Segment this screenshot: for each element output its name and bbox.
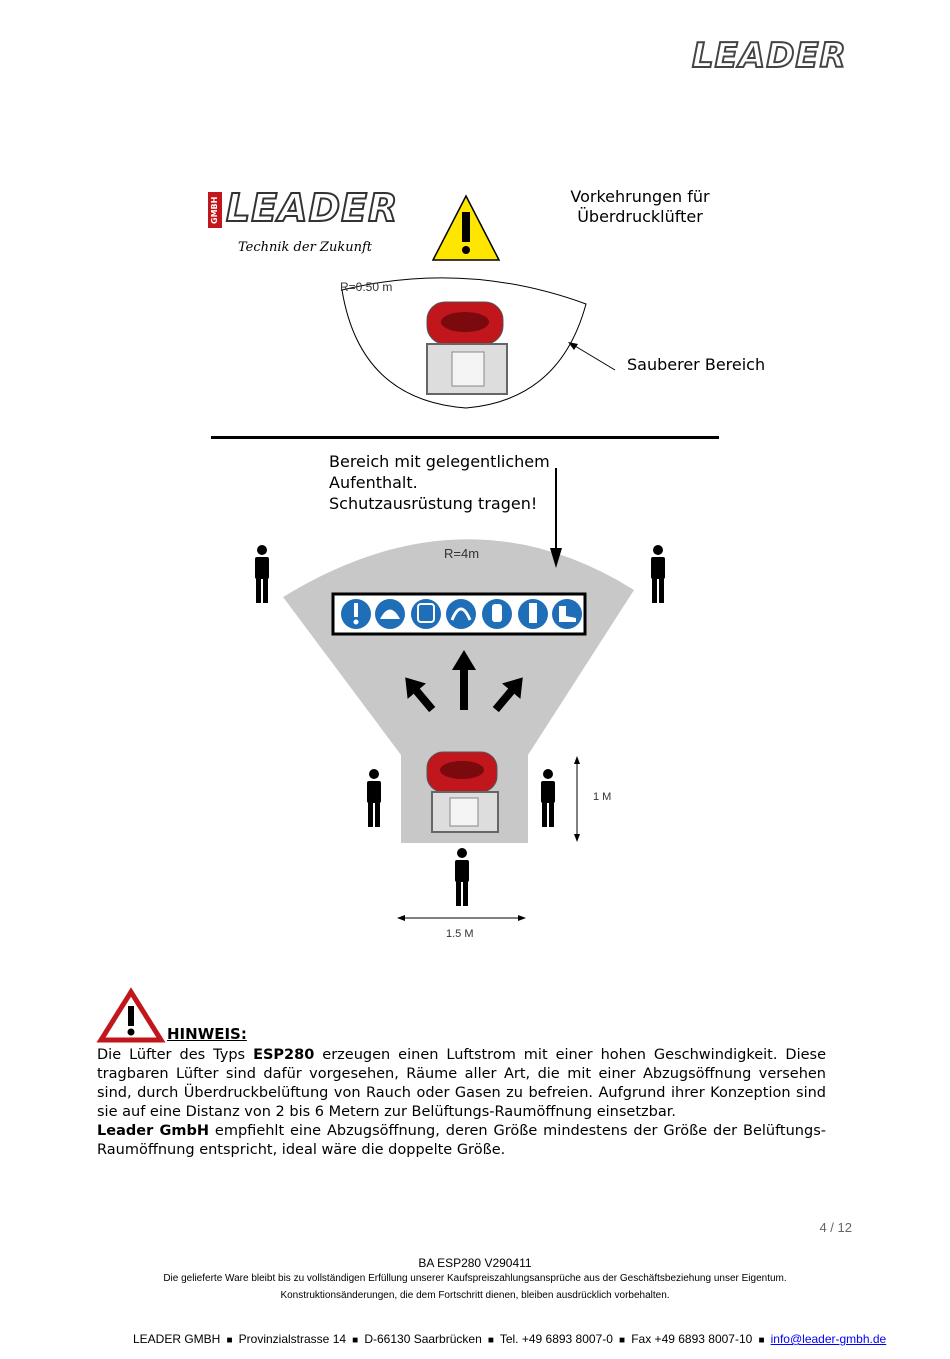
separator-icon: ■ <box>485 1335 497 1346</box>
separator-icon: ■ <box>223 1335 236 1346</box>
product-name: ESP280 <box>253 1047 315 1063</box>
hearing-protection-icon <box>446 599 476 629</box>
radius-large-label: R=4m <box>444 546 480 561</box>
clean-area-label: Sauberer Bereich <box>627 355 766 374</box>
notice-p1-pre: Die Lüfter des Typs <box>97 1047 254 1063</box>
diagram-title-line2: Überdrucklüfter <box>577 207 703 226</box>
notice-title: HINWEIS: <box>167 1025 247 1043</box>
warning-icon <box>96 987 166 1043</box>
warning-triangle-icon <box>431 194 501 261</box>
page-number: 4 / 12 <box>819 1220 852 1235</box>
occasional-line1: Bereich mit gelegentlichem <box>329 452 550 471</box>
notice-paragraph-2: Leader GmbH empfiehlt eine Abzugsöffnung… <box>97 1122 826 1160</box>
person-icon <box>255 545 269 603</box>
brand-slogan: Technik der Zukunft <box>238 240 372 255</box>
notice-p1-post: erzeugen einen Luftstrom mit einer hohen… <box>97 1047 827 1120</box>
separator-line <box>211 436 719 439</box>
occasional-line2: Aufenthalt. <box>329 473 418 492</box>
person-icon <box>367 769 381 827</box>
footer-tel: Tel. +49 6893 8007-0 <box>499 1332 613 1346</box>
clean-area-pointer <box>569 342 616 371</box>
header-logo: LEADER <box>691 35 852 86</box>
person-icon <box>455 848 469 906</box>
notice-paragraph-1: Die Lüfter des Typs ESP280 erzeugen eine… <box>97 1046 826 1122</box>
footer-line-1: Die gelieferte Ware bleibt bis zu vollst… <box>163 1273 787 1284</box>
header-logo-text: LEADER <box>691 35 847 77</box>
footer-company: LEADER GMBH <box>133 1332 221 1346</box>
person-icon <box>651 545 665 603</box>
footer-email-link[interactable]: info@leader-gmbh.de <box>770 1332 887 1346</box>
footer-line-2: Konstruktionsänderungen, die dem Fortsch… <box>280 1290 670 1301</box>
footer-street: Provinzialstrasse 14 <box>238 1332 347 1346</box>
diagram-title: Vorkehrungen für Überdrucklüfter <box>560 187 720 227</box>
brand-logo: GMBH LEADER Technik der Zukunft <box>208 185 408 262</box>
brand-logo-text: LEADER <box>225 185 399 231</box>
footer-city: D-66130 Saarbrücken <box>364 1332 482 1346</box>
notice-body: Die Lüfter des Typs ESP280 erzeugen eine… <box>97 1046 826 1160</box>
separator-icon: ■ <box>616 1335 628 1346</box>
diagram-title-line1: Vorkehrungen für <box>570 187 710 206</box>
fan-icon <box>426 301 508 395</box>
footer-fax: Fax +49 6893 8007-10 <box>631 1332 753 1346</box>
ppe-banner <box>331 592 587 636</box>
fan-icon <box>426 751 499 833</box>
separator-icon: ■ <box>755 1335 768 1346</box>
radius-small-label: R=0.50 m <box>340 280 393 294</box>
company-name: Leader GmbH <box>97 1123 210 1139</box>
safety-boots-icon <box>552 599 582 629</box>
person-icon <box>541 769 555 827</box>
doc-reference: BA ESP280 V290411 <box>418 1256 532 1270</box>
occasional-line3: Schutzausrüstung tragen! <box>329 494 538 513</box>
footer-contact: LEADER GMBH ■ Provinzialstrasse 14 ■ D-6… <box>133 1332 886 1346</box>
height-dimension <box>574 756 580 842</box>
width-label: 1.5 M <box>446 928 474 940</box>
occasional-area-label: Bereich mit gelegentlichem Aufenthalt. S… <box>329 451 550 514</box>
notice-p2-post: empfiehlt eine Abzugsöffnung, deren Größ… <box>97 1123 826 1158</box>
airflow-arrows-icon <box>405 650 523 713</box>
width-dimension <box>397 915 526 921</box>
separator-icon: ■ <box>349 1335 361 1346</box>
height-label: 1 M <box>593 791 612 803</box>
